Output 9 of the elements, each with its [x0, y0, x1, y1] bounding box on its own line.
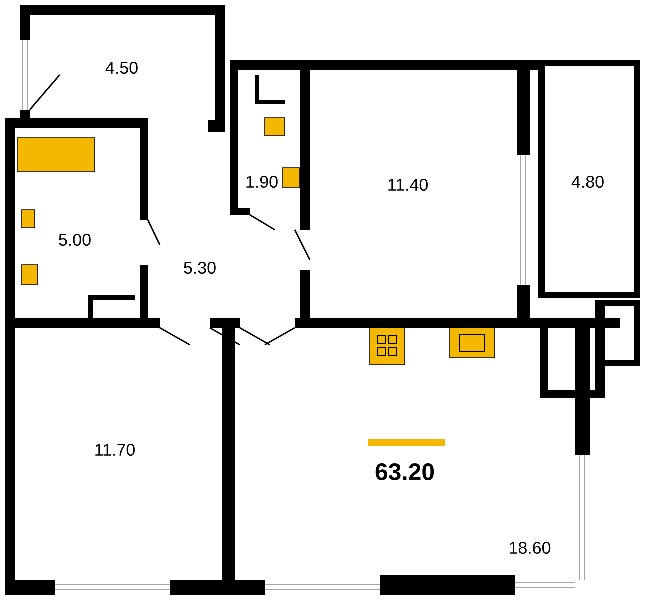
- area-label: 4.80: [572, 176, 604, 188]
- area-label: 1.90: [246, 176, 278, 188]
- area-label: 4.50: [106, 62, 138, 74]
- area-label: 5.00: [59, 234, 91, 246]
- area-label: 11.70: [96, 444, 135, 456]
- area-label: 11.40: [388, 178, 428, 192]
- area-label: 5.30: [184, 262, 216, 274]
- area-label: 18.60: [510, 542, 551, 554]
- total-area-label: 63.20: [376, 464, 434, 481]
